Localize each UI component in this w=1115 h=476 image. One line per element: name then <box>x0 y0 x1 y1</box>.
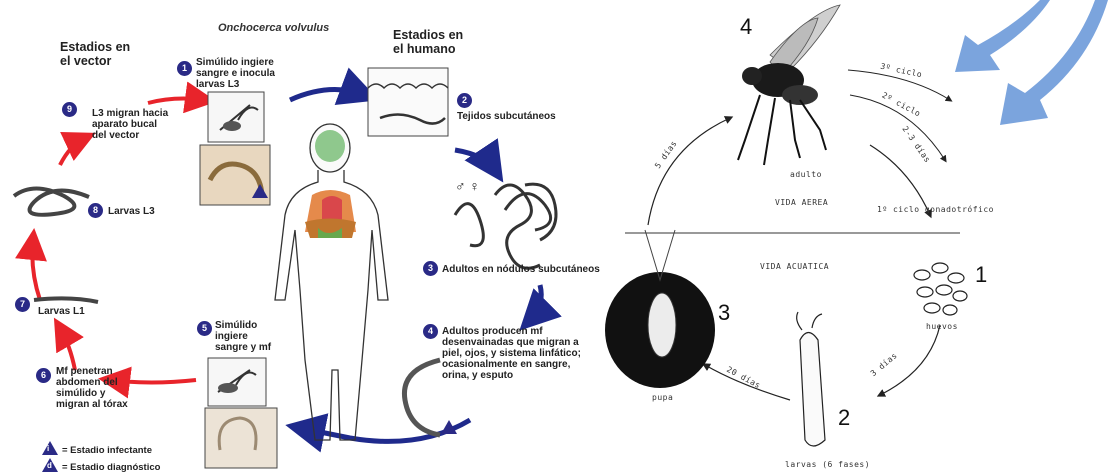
label-larvae: larvas (6 fases) <box>785 460 870 469</box>
sex-symbols: ♂ ♀ <box>455 178 480 194</box>
label-adult: adulto <box>790 170 822 179</box>
label-aerial: VIDA AEREA <box>775 198 828 207</box>
step-7-badge: 7 <box>15 297 30 312</box>
step-7-text: Larvas L1 <box>38 306 118 317</box>
red-arrow-8-9 <box>60 138 85 165</box>
stage-number-adult: 4 <box>740 14 752 40</box>
legend-diagnostic-mark: d <box>47 461 52 470</box>
step-2-badge: 2 <box>457 93 472 108</box>
red-arrow-9-1 <box>148 99 205 103</box>
legend-infective-icon <box>42 441 58 455</box>
step-6-badge: 6 <box>36 368 51 383</box>
step-5-text: Simúlido ingiere sangre y mf <box>215 320 275 353</box>
stage-number-larvae: 2 <box>838 405 850 431</box>
step-6-text: Mf penetran abdomen del simúlido y migra… <box>56 366 138 410</box>
red-arrow-7-8 <box>32 240 40 300</box>
label-pupa: pupa <box>652 393 673 402</box>
egg-cluster <box>914 263 967 315</box>
skin-block <box>368 68 448 136</box>
diagram-title: Onchocerca volvulus <box>218 22 329 34</box>
step-8-text: Larvas L3 <box>108 206 188 217</box>
adult-blackfly <box>738 5 840 165</box>
adult-worms <box>455 184 556 268</box>
red-arrow-7-6 <box>60 328 75 370</box>
legend-infective: = Estadio infectante <box>62 445 182 456</box>
stage-number-eggs: 1 <box>975 262 987 288</box>
step-9-text: L3 migran hacia aparato bucal del vector <box>92 108 174 141</box>
legend-infective-mark: i <box>47 444 49 453</box>
blue-arrow-3-4 <box>530 285 541 320</box>
step-9-badge: 9 <box>62 102 77 117</box>
microfilaria-large <box>404 360 440 435</box>
stage-vector-heading: Estadios en el vector <box>60 40 140 68</box>
stage-human-heading: Estadios en el humano <box>393 28 473 56</box>
step-2-text: Tejidos subcutáneos <box>457 111 587 122</box>
label-aquatic: VIDA ACUATICA <box>760 262 829 271</box>
larva-l1 <box>34 298 98 302</box>
decorative-blue-arrows <box>955 0 1108 125</box>
step-3-text: Adultos en nódulos subcutáneos <box>442 264 602 275</box>
cycle-arrow-pupa-adult <box>648 118 730 225</box>
label-eggs: huevos <box>926 322 958 331</box>
blackfly-pupa <box>605 230 715 388</box>
blue-arrow-1-2 <box>290 90 365 100</box>
step-4-text: Adultos producen mf desenvainadas que mi… <box>442 326 592 381</box>
step-1-badge: 1 <box>177 61 192 76</box>
larva-l3-coil <box>14 189 89 215</box>
human-body <box>275 124 388 440</box>
step-8-badge: 8 <box>88 203 103 218</box>
blackfly-larva <box>797 312 825 446</box>
step-1-text: Simúlido ingiere sangre e inocula larvas… <box>196 57 278 90</box>
legend-diagnostic: = Estadio diagnóstico <box>62 462 182 473</box>
step-4-badge: 4 <box>423 324 438 339</box>
step-3-badge: 3 <box>423 261 438 276</box>
stage-number-pupa: 3 <box>718 300 730 326</box>
label-cycle1: 1º ciclo gonadotrófico <box>877 205 994 214</box>
step-5-badge: 5 <box>197 321 212 336</box>
blue-arrow-2-3 <box>455 150 495 170</box>
